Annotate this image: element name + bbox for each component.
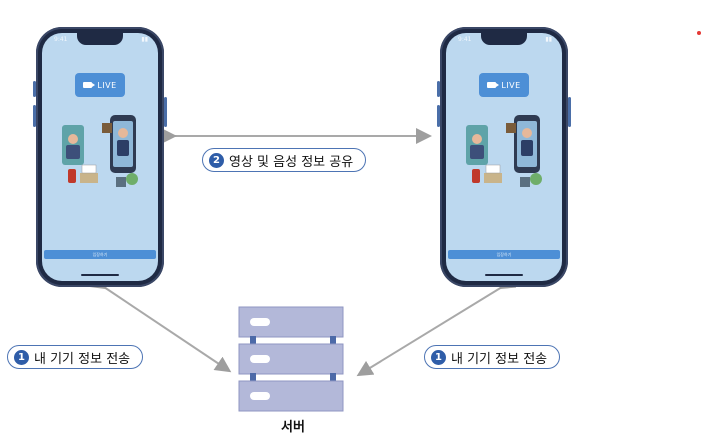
- notch: [481, 33, 527, 45]
- phone-screen: 9:41 ▮▮ LIVE 입장하기: [42, 33, 158, 281]
- share-text: 영상 및 음성 정보 공유: [229, 154, 354, 170]
- server-label: 서버: [281, 420, 305, 435]
- video-call-illustration: [62, 115, 138, 187]
- enter-button[interactable]: 입장하기: [448, 250, 560, 259]
- phone-right: 9:41 ▮▮ LIVE 입장하기: [437, 27, 571, 287]
- right-server-arrow: [356, 273, 517, 377]
- home-indicator: [81, 274, 119, 276]
- phone-screen: 9:41 ▮▮ LIVE 입장하기: [446, 33, 562, 281]
- step-1-badge: 1: [14, 349, 29, 365]
- live-label: LIVE: [97, 80, 117, 90]
- video-camera-icon: [83, 82, 96, 88]
- right-transfer-text: 내 기기 정보 전송: [451, 351, 548, 367]
- home-indicator: [485, 274, 523, 276]
- video-camera-icon: [487, 82, 500, 88]
- video-call-illustration: [466, 115, 542, 187]
- left-transfer-label: 1 내 기기 정보 전송: [7, 345, 144, 369]
- phone-left: 9:41 ▮▮ LIVE 입장하기: [33, 27, 167, 287]
- right-transfer-label: 1 내 기기 정보 전송: [424, 345, 561, 369]
- notch: [77, 33, 123, 45]
- red-dot: [697, 31, 701, 35]
- live-button[interactable]: LIVE: [75, 73, 125, 97]
- step-2-badge: 2: [209, 152, 224, 168]
- left-transfer-text: 내 기기 정보 전송: [34, 351, 131, 367]
- left-server-arrow: [89, 273, 232, 373]
- live-button[interactable]: LIVE: [479, 73, 529, 97]
- enter-button[interactable]: 입장하기: [44, 250, 156, 259]
- server-icon: [238, 306, 344, 412]
- step-1-badge: 1: [431, 349, 446, 365]
- live-label: LIVE: [501, 80, 521, 90]
- share-label: 2 영상 및 음성 정보 공유: [202, 148, 367, 172]
